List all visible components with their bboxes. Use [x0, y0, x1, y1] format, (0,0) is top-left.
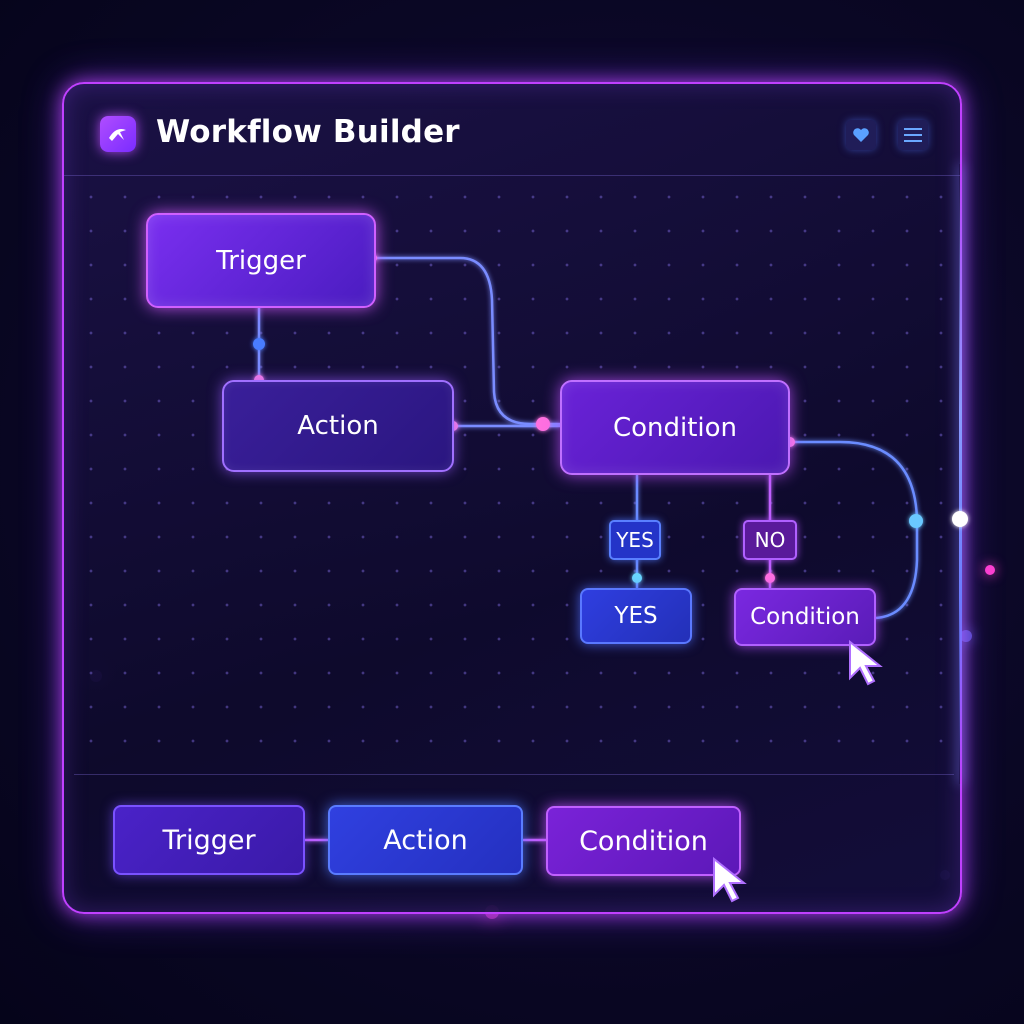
workflow-logo-icon: [100, 116, 136, 152]
workflow-builder-window: Workflow Builder: [62, 82, 962, 914]
mouse-cursor-icon: [849, 639, 883, 686]
palette-item-condition[interactable]: Condition: [546, 806, 741, 876]
ambient-glow: [985, 565, 995, 575]
branch-label-text: NO: [754, 528, 786, 552]
palette-item-label: Action: [383, 824, 468, 856]
page-title: Workflow Builder: [156, 114, 460, 150]
branch-label-text: YES: [616, 528, 654, 552]
node-label: Condition: [750, 604, 860, 630]
palette-divider: [74, 774, 954, 775]
node-condition[interactable]: Condition: [560, 380, 790, 475]
favorite-button[interactable]: [846, 120, 876, 150]
window-header: Workflow Builder: [64, 84, 960, 176]
hamburger-menu-icon: [904, 128, 922, 142]
node-action[interactable]: Action: [222, 380, 454, 472]
node-yes[interactable]: YES: [580, 588, 692, 644]
palette-item-label: Trigger: [162, 824, 256, 856]
palette-item-label: Condition: [579, 825, 708, 857]
branch-label-yes: YES: [609, 520, 661, 560]
node-condition-branch[interactable]: Condition: [734, 588, 876, 646]
node-label: Condition: [612, 412, 738, 443]
node-label: Trigger: [216, 245, 306, 276]
branch-label-no: NO: [743, 520, 797, 560]
mouse-cursor-icon: [713, 856, 747, 903]
node-label: YES: [614, 603, 658, 629]
menu-button[interactable]: [898, 120, 928, 150]
heart-icon: [853, 128, 869, 142]
palette-item-action[interactable]: Action: [328, 805, 523, 875]
node-trigger[interactable]: Trigger: [146, 213, 376, 308]
palette-item-trigger[interactable]: Trigger: [113, 805, 305, 875]
node-label: Action: [297, 411, 379, 441]
